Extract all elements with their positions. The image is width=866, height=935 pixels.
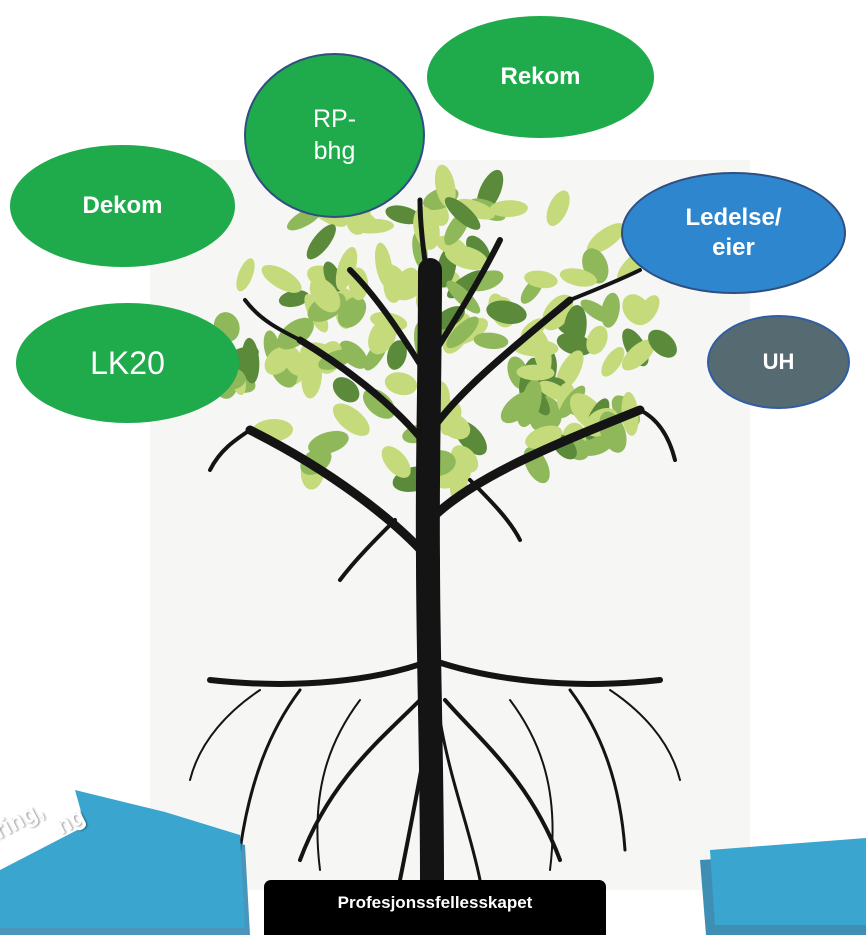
leaf xyxy=(489,200,528,218)
leaf xyxy=(236,258,255,292)
leaf xyxy=(306,224,336,260)
leaf xyxy=(621,339,656,371)
leaf xyxy=(500,391,536,424)
leaf xyxy=(559,268,597,287)
leaf xyxy=(335,247,358,291)
leaf xyxy=(278,290,310,308)
bubble-lk20-label: LK20 xyxy=(90,345,165,381)
leaf xyxy=(601,292,620,328)
leaf xyxy=(339,340,368,369)
leaf xyxy=(264,347,292,375)
leaf xyxy=(455,198,496,220)
leaf xyxy=(444,197,481,230)
bubble-rp-bhg-label: RP- bhg xyxy=(312,105,357,165)
leaf xyxy=(546,190,570,226)
leaf xyxy=(332,403,370,436)
leaf xyxy=(261,264,302,293)
leaf xyxy=(516,364,555,381)
leaf xyxy=(446,280,481,314)
leaf xyxy=(451,445,479,473)
leaf xyxy=(446,316,479,349)
leaf xyxy=(524,270,558,289)
bubble-ledelse-eier: Ledelse/ eier xyxy=(621,172,846,294)
caption-label: Profesjonssfellesskapet xyxy=(337,892,533,912)
caption-profesjonsfellesskapet: Profesjonssfellesskapet xyxy=(264,880,606,935)
leaf xyxy=(381,446,411,478)
leaf xyxy=(532,329,552,375)
leaf xyxy=(309,277,341,313)
tree-roots xyxy=(189,657,681,882)
bubble-rp-bhg: RP- bhg xyxy=(244,53,425,218)
bubble-rekom-label: Rekom xyxy=(500,63,581,90)
bubble-rekom: Rekom xyxy=(427,16,654,138)
leaf xyxy=(384,372,418,396)
leaf xyxy=(385,205,421,225)
leaf xyxy=(386,340,407,370)
leaf xyxy=(563,305,587,350)
bubble-lk20: LK20 xyxy=(16,303,239,423)
bubble-dekom-label: Dekom xyxy=(82,192,163,219)
bubble-uh-label: UH xyxy=(762,349,795,375)
leaf xyxy=(434,164,456,208)
leaf xyxy=(648,329,677,358)
left-arrow-shape xyxy=(0,790,250,935)
bubble-uh: UH xyxy=(707,315,850,409)
leaf xyxy=(337,296,367,328)
leaf xyxy=(486,300,527,325)
bubble-ledelse-eier-label: Ledelse/ eier xyxy=(685,204,782,261)
bubble-dekom: Dekom xyxy=(10,145,235,267)
leaf xyxy=(473,332,509,350)
leaf xyxy=(362,388,396,419)
right-arrow-shape xyxy=(700,838,866,935)
leaf xyxy=(368,317,397,355)
leaf xyxy=(332,377,360,403)
leaf xyxy=(586,223,626,254)
leaf xyxy=(601,346,625,377)
leaf xyxy=(277,317,314,350)
leaf xyxy=(637,295,660,325)
leaf xyxy=(436,235,467,256)
tree-trunk xyxy=(208,197,677,892)
leaf xyxy=(586,325,608,355)
